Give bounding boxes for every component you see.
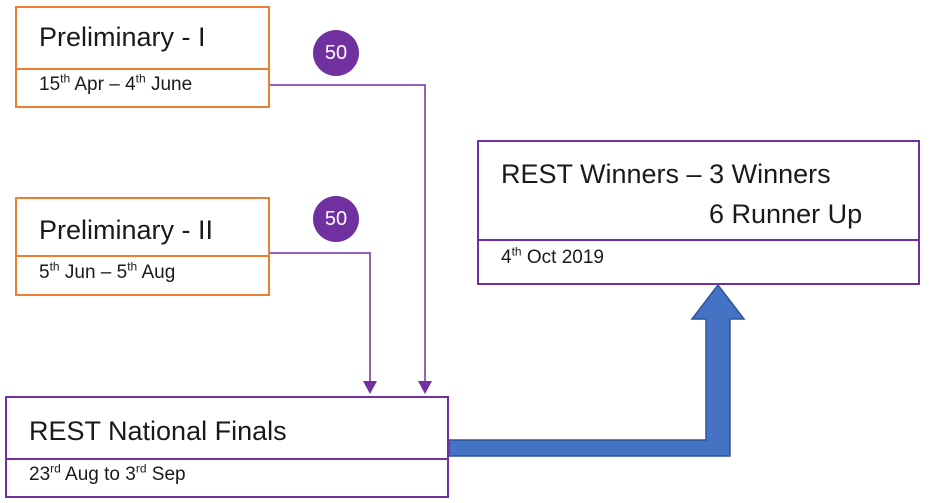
date-ordinal: th (60, 71, 71, 86)
preliminary-2-dates: 5th Jun – 5th Aug (17, 254, 268, 294)
national-finals-box: REST National Finals 23rd Aug to 3rd Sep (5, 396, 449, 498)
preliminary-1-title: Preliminary - I (17, 8, 268, 70)
date-text: Oct 2019 (521, 247, 604, 268)
preliminary-2-title: Preliminary - II (17, 199, 268, 257)
winners-title-line-2: 6 Runner Up (709, 199, 863, 229)
date-text: Aug to 3 (60, 464, 136, 485)
date-text: Aug (137, 262, 176, 283)
national-finals-title: REST National Finals (7, 398, 447, 460)
date-ordinal: rd (50, 461, 61, 476)
winners-date: 4th Oct 2019 (479, 238, 918, 283)
connector-prelim2-to-finals (270, 252, 371, 384)
date-text: June (145, 74, 193, 95)
preliminary-1-dates: 15th Apr – 4th June (17, 66, 268, 106)
date-ordinal: th (127, 259, 138, 274)
count-badge-preliminary-2: 50 (313, 196, 359, 242)
date-ordinal: th (49, 259, 60, 274)
date-text: 15 (39, 74, 61, 95)
arrowhead-prelim2 (363, 381, 377, 394)
count-badge-preliminary-1: 50 (313, 30, 359, 76)
date-text: Sep (146, 464, 186, 485)
preliminary-2-box: Preliminary - II 5th Jun – 5th Aug (15, 197, 270, 296)
date-text: 4 (501, 247, 512, 268)
date-text: 5 (39, 262, 50, 283)
connector-prelim1-to-finals (270, 84, 426, 384)
arrowhead-prelim1 (418, 381, 432, 394)
date-text: Apr – 4 (70, 74, 136, 95)
winners-title-line-1: REST Winners – 3 Winners (501, 159, 831, 189)
winners-box: REST Winners – 3 Winners 6 Runner Up 4th… (477, 140, 920, 285)
date-ordinal: th (135, 71, 146, 86)
date-text: 23 (29, 464, 51, 485)
national-finals-dates: 23rd Aug to 3rd Sep (7, 456, 447, 496)
blue-arrow-finals-to-winners (448, 283, 746, 457)
date-ordinal: rd (135, 461, 147, 476)
winners-title: REST Winners – 3 Winners 6 Runner Up (479, 142, 918, 241)
date-text: Jun – 5 (59, 262, 128, 283)
date-ordinal: th (511, 244, 522, 259)
preliminary-1-box: Preliminary - I 15th Apr – 4th June (15, 6, 270, 108)
